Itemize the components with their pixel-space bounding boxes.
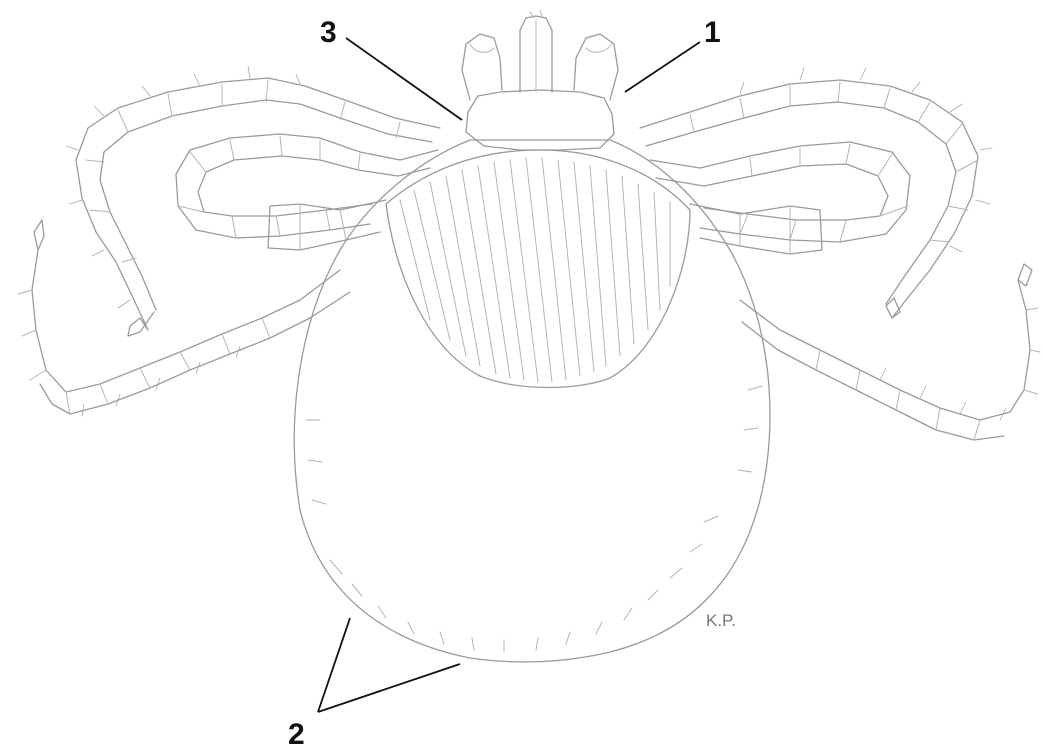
- basis-capituli: [466, 90, 614, 150]
- right-leg-4: [740, 280, 1030, 420]
- idiosoma-outline: [294, 140, 770, 662]
- left-leg-2: [176, 134, 438, 238]
- artist-signature: K.P.: [706, 611, 736, 630]
- label-1: 1: [704, 16, 721, 49]
- callout-2: 2: [288, 618, 460, 751]
- callout-3: 3: [320, 16, 462, 120]
- callout-1: 1: [625, 16, 721, 92]
- left-palp: [462, 34, 502, 100]
- label-2: 2: [288, 718, 305, 751]
- festoons: [330, 516, 718, 652]
- right-legs: [640, 80, 1040, 440]
- right-palp: [574, 34, 618, 100]
- left-leg-3: [268, 200, 386, 250]
- scutum: [386, 150, 690, 388]
- scutum-striations: [400, 158, 670, 382]
- left-legs: [18, 78, 440, 414]
- label-3: 3: [320, 16, 337, 49]
- left-leg-4: [32, 250, 340, 392]
